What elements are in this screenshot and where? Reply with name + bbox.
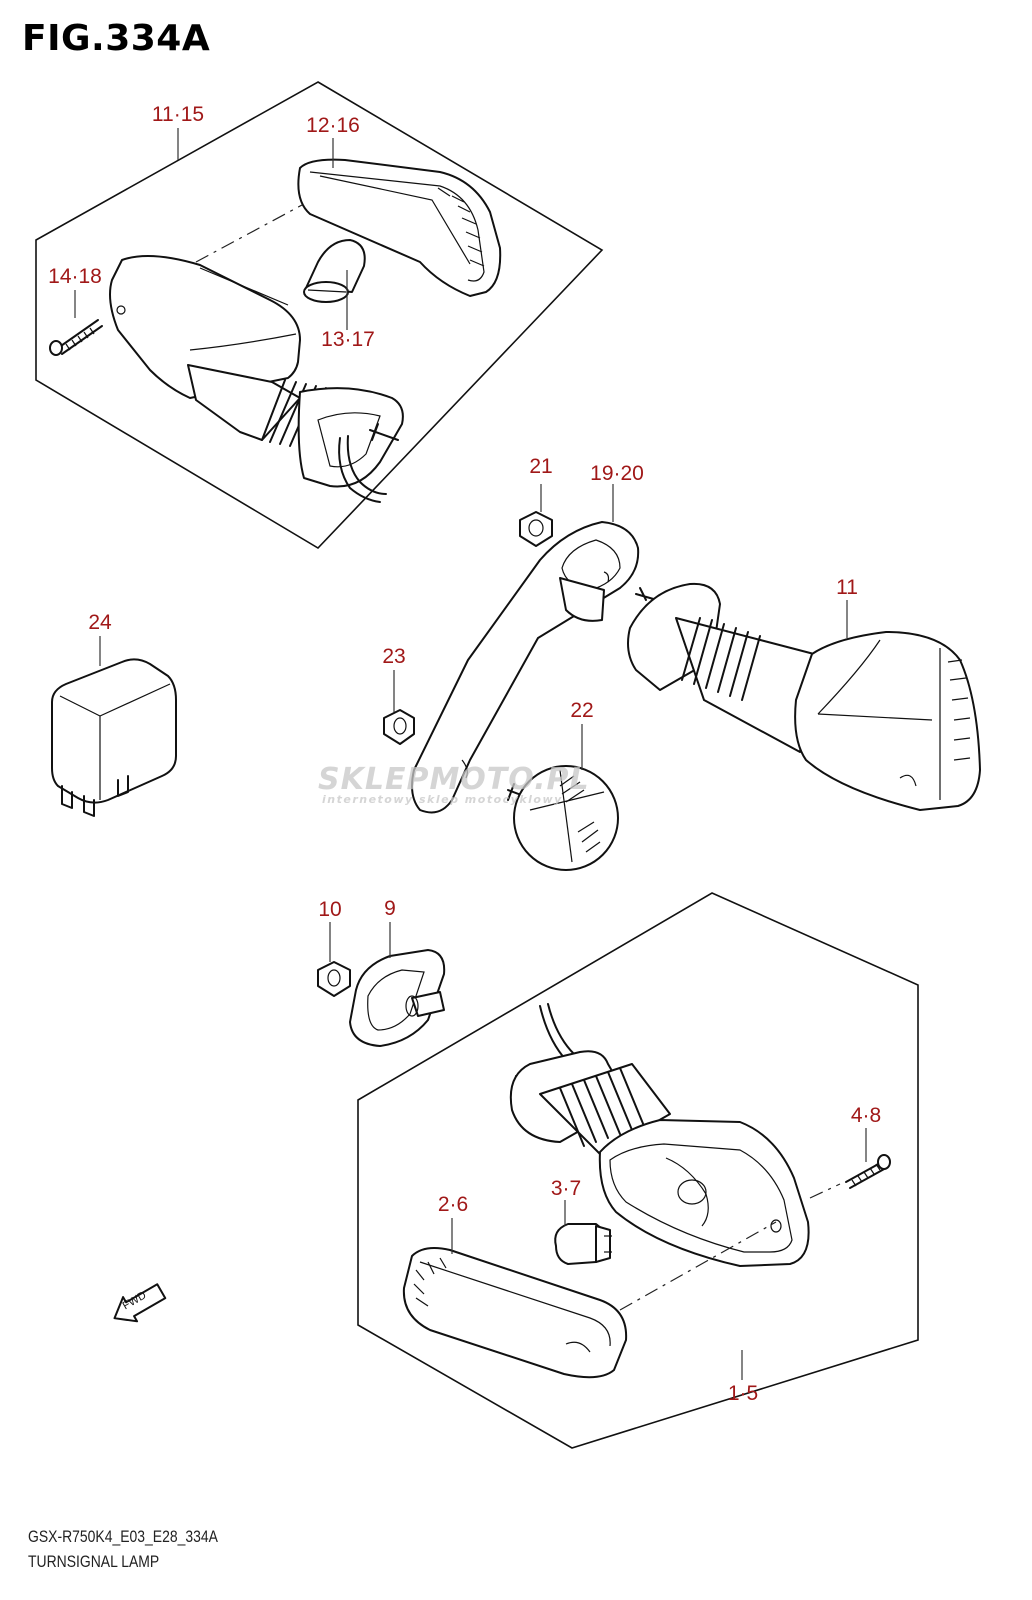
watermark-brand: SKLEPMOTO.PL [318,762,590,797]
turn-signal-lamp-top[interactable] [109,255,404,503]
callout-10[interactable]: 10 [318,898,342,921]
callout-13-17[interactable]: 13·17 [321,328,375,351]
reflector-plate-22[interactable] [507,765,619,871]
fwd-arrow-icon [113,1283,167,1323]
callout-2-6[interactable]: 2·6 [437,1193,469,1216]
callout-1-5[interactable]: 1·5 [727,1382,759,1405]
callout-23[interactable]: 23 [382,645,406,668]
watermark-tagline: internetowy sklep motocyklowy [322,793,563,806]
callout-4-8[interactable]: 4·8 [850,1104,882,1127]
assembly-frame-bottom [357,892,919,1449]
callout-22[interactable]: 22 [570,699,594,722]
callout-11[interactable]: 11 [836,576,858,599]
relay-24[interactable] [51,658,177,817]
leader-lines [74,128,867,1380]
callout-24[interactable]: 24 [88,611,112,634]
model-code: GSX-R750K4_E03_E28_334A [28,1527,218,1546]
callout-9[interactable]: 9 [384,897,396,920]
callout-3-7[interactable]: 3·7 [550,1177,582,1200]
nut-21[interactable] [519,511,553,547]
callout-11-15[interactable]: 11·15 [151,103,205,126]
mounting-plate-9[interactable] [349,949,446,1047]
screw-top[interactable] [49,319,103,356]
turn-signal-lamp-middle[interactable] [627,582,981,811]
bulb-bottom[interactable] [554,1223,612,1265]
callout-21[interactable]: 21 [529,455,553,478]
nut-10[interactable] [317,961,351,997]
assembly-frame-top [35,81,604,550]
lens-bottom[interactable] [402,1247,628,1379]
callout-14-18[interactable]: 14·18 [48,265,102,288]
figure-title: FIG.334A [22,18,211,59]
turn-signal-lamp-bottom[interactable] [509,1003,810,1267]
bulb-top[interactable] [303,239,366,303]
screw-bottom[interactable] [845,1154,891,1189]
mounting-bracket[interactable] [411,521,640,814]
lens-top[interactable] [297,158,502,297]
nut-23[interactable] [383,709,415,745]
callout-19-20[interactable]: 19·20 [590,462,644,485]
group-name: TURNSIGNAL LAMP [28,1552,160,1571]
callout-12-16[interactable]: 12·16 [306,114,360,137]
